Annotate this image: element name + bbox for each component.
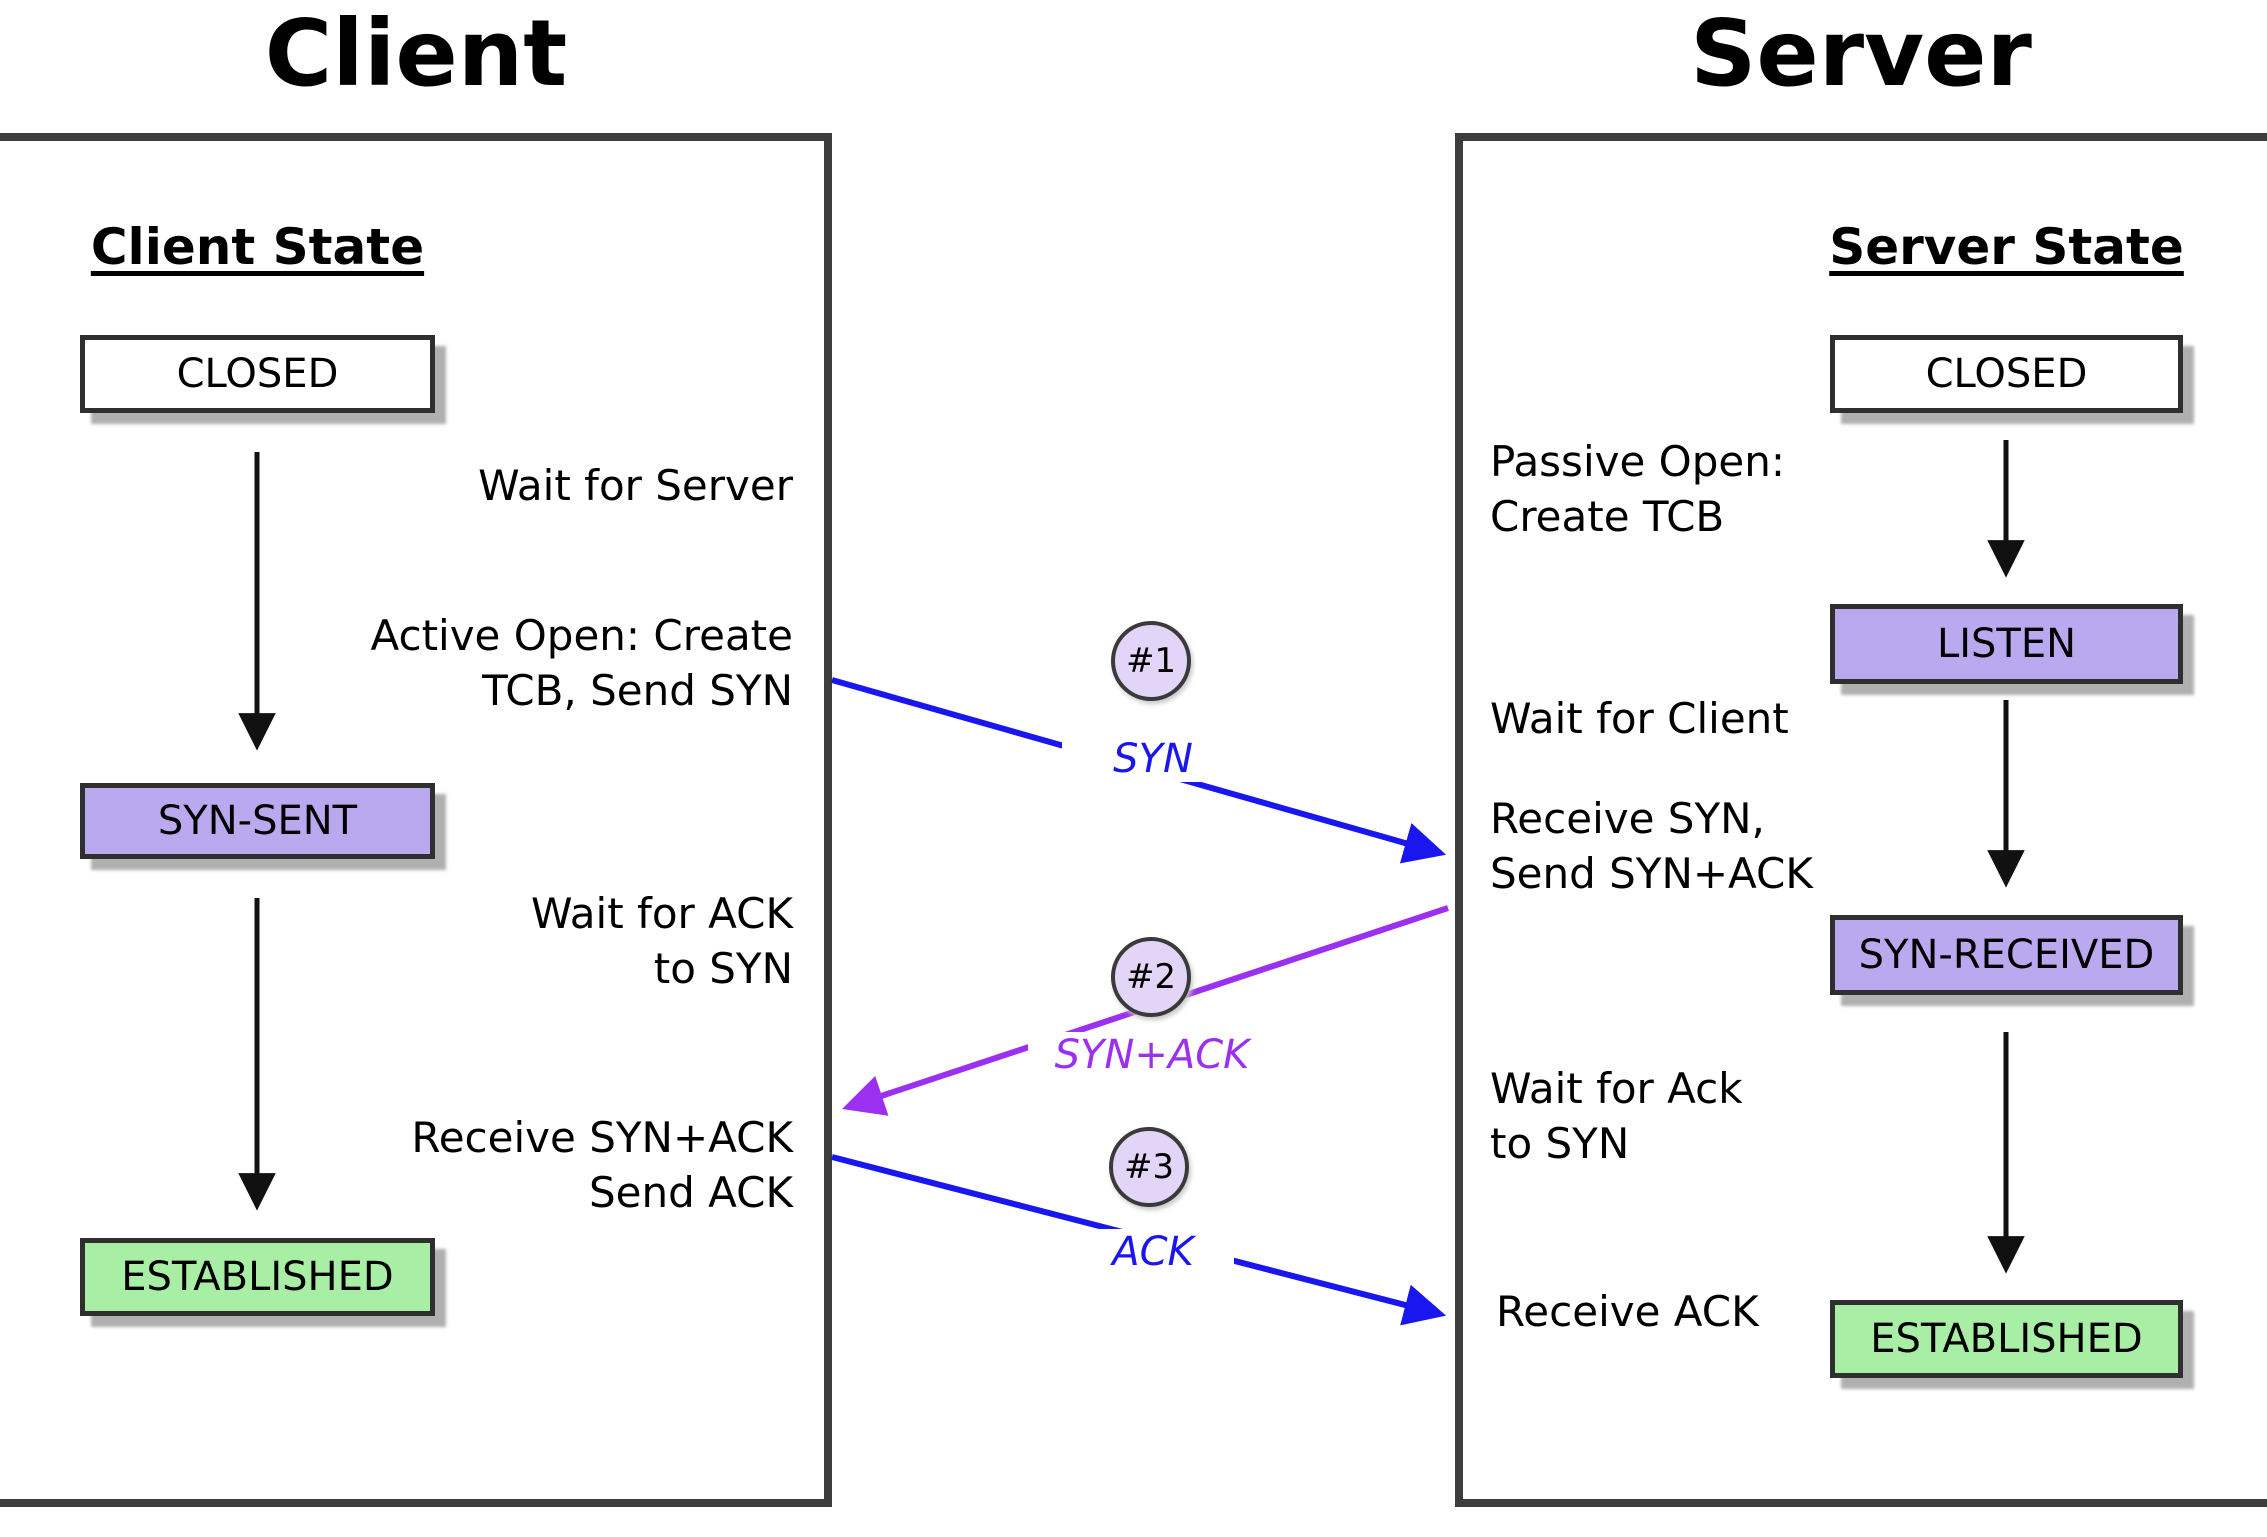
client-note-wait-for-server: Wait for Server <box>478 461 793 510</box>
client-note-active-open: Active Open: Create TCB, Send SYN <box>370 611 793 716</box>
server-note-passive-open: Passive Open: Create TCB <box>1490 437 1785 542</box>
server-note-receive-ack: Receive ACK <box>1496 1287 1759 1336</box>
message-2-badge: #2 <box>1111 937 1191 1017</box>
server-state-established: ESTABLISHED <box>1830 1300 2183 1378</box>
ack-label: ACK <box>1072 1229 1234 1275</box>
client-note-receive-syn-ack: Receive SYN+ACK Send ACK <box>411 1113 793 1218</box>
server-state-listen: LISTEN <box>1830 604 2183 684</box>
server-state-heading: Server State <box>1829 218 2184 276</box>
server-note-wait-for-client: Wait for Client <box>1490 694 1789 743</box>
client-state-established: ESTABLISHED <box>80 1238 435 1316</box>
server-panel-box <box>1455 133 2267 1507</box>
client-state-syn-sent: SYN-SENT <box>80 783 435 859</box>
client-title: Client <box>264 0 568 107</box>
server-state-closed: CLOSED <box>1830 335 2183 413</box>
syn-ack-label: SYN+ACK <box>1028 1032 1276 1078</box>
server-state-syn-received: SYN-RECEIVED <box>1830 915 2183 995</box>
syn-label: SYN <box>1062 736 1244 782</box>
client-panel-box <box>0 133 832 1507</box>
client-state-closed: CLOSED <box>80 335 435 413</box>
message-1-badge: #1 <box>1111 621 1191 701</box>
message-3-badge: #3 <box>1109 1127 1189 1207</box>
server-title: Server <box>1690 0 2032 107</box>
client-note-wait-for-ack: Wait for ACK to SYN <box>530 889 793 994</box>
server-note-receive-syn: Receive SYN, Send SYN+ACK <box>1490 794 1813 899</box>
client-state-heading: Client State <box>90 218 425 276</box>
server-note-wait-for-ack: Wait for Ack to SYN <box>1490 1064 1743 1169</box>
